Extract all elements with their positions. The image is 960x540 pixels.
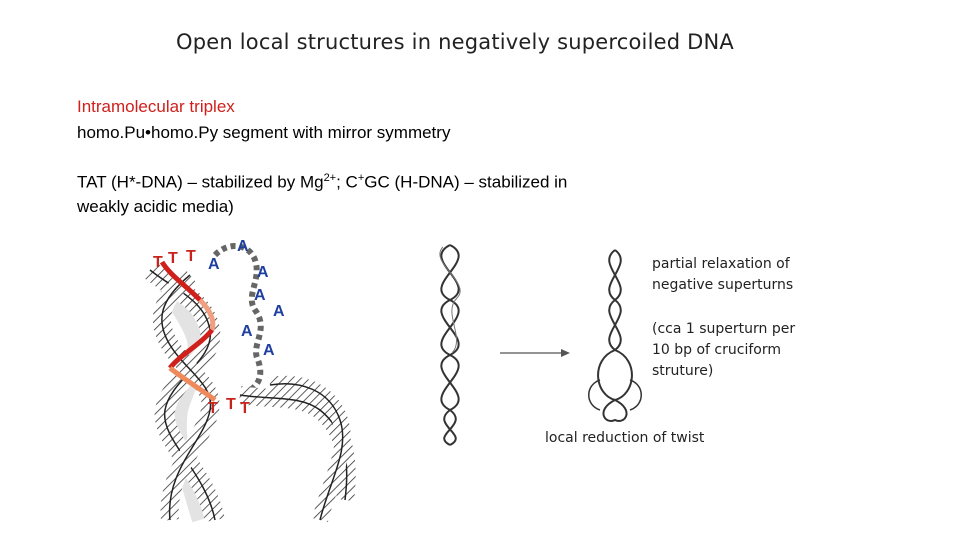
superturn-note-line3: struture) — [652, 363, 714, 379]
supercoiled-plasmid — [439, 244, 461, 446]
cruciform-plasmid — [588, 249, 642, 422]
mg-superscript: 2+ — [323, 172, 337, 184]
superturn-note: (cca 1 superturn per 10 bp of cruciform … — [652, 319, 795, 382]
page-title: Open local structures in negatively supe… — [176, 30, 734, 54]
acidic-media-text: weakly acidic media) — [77, 197, 234, 216]
superturn-note-line2: 10 bp of cruciform — [652, 342, 781, 358]
base-t3: T — [186, 248, 196, 265]
tat-text-part3: GC (H-DNA) – stabilized in — [364, 172, 568, 192]
base-a7: A — [263, 342, 275, 359]
c-superscript: + — [357, 172, 365, 184]
twist-note: local reduction of twist — [545, 430, 705, 446]
relaxation-note-line2: negative superturns — [652, 277, 794, 293]
base-a3: A — [257, 264, 269, 281]
base-a2: A — [237, 238, 249, 255]
tat-text-part2: ; C — [336, 172, 358, 192]
base-t4: T — [208, 400, 218, 417]
base-a1: A — [208, 256, 220, 273]
hairpin-strand — [212, 243, 356, 523]
relaxation-note: partial relaxation of negative superturn… — [652, 254, 793, 296]
base-t5: T — [226, 396, 236, 413]
base-a4: A — [254, 287, 266, 304]
base-a5: A — [273, 303, 285, 320]
third-strand — [159, 260, 217, 402]
superturn-note-line1: (cca 1 superturn per — [652, 321, 796, 337]
relaxation-note-line1: partial relaxation of — [652, 256, 790, 272]
base-a6: A — [241, 323, 253, 340]
base-t6: T — [240, 400, 250, 417]
subtitle-triplex: Intramolecular triplex — [77, 97, 235, 116]
tat-text-part1: TAT (H*-DNA) – stabilized by Mg — [77, 172, 324, 192]
base-t1: T — [153, 254, 163, 271]
tat-stabilization-text: TAT (H*-DNA) – stabilized by Mg2+; C+GC … — [77, 172, 567, 193]
base-t2: T — [168, 250, 178, 267]
arrow — [500, 349, 570, 357]
mirror-symmetry-text: homo.Pu•homo.Py segment with mirror symm… — [77, 123, 451, 142]
